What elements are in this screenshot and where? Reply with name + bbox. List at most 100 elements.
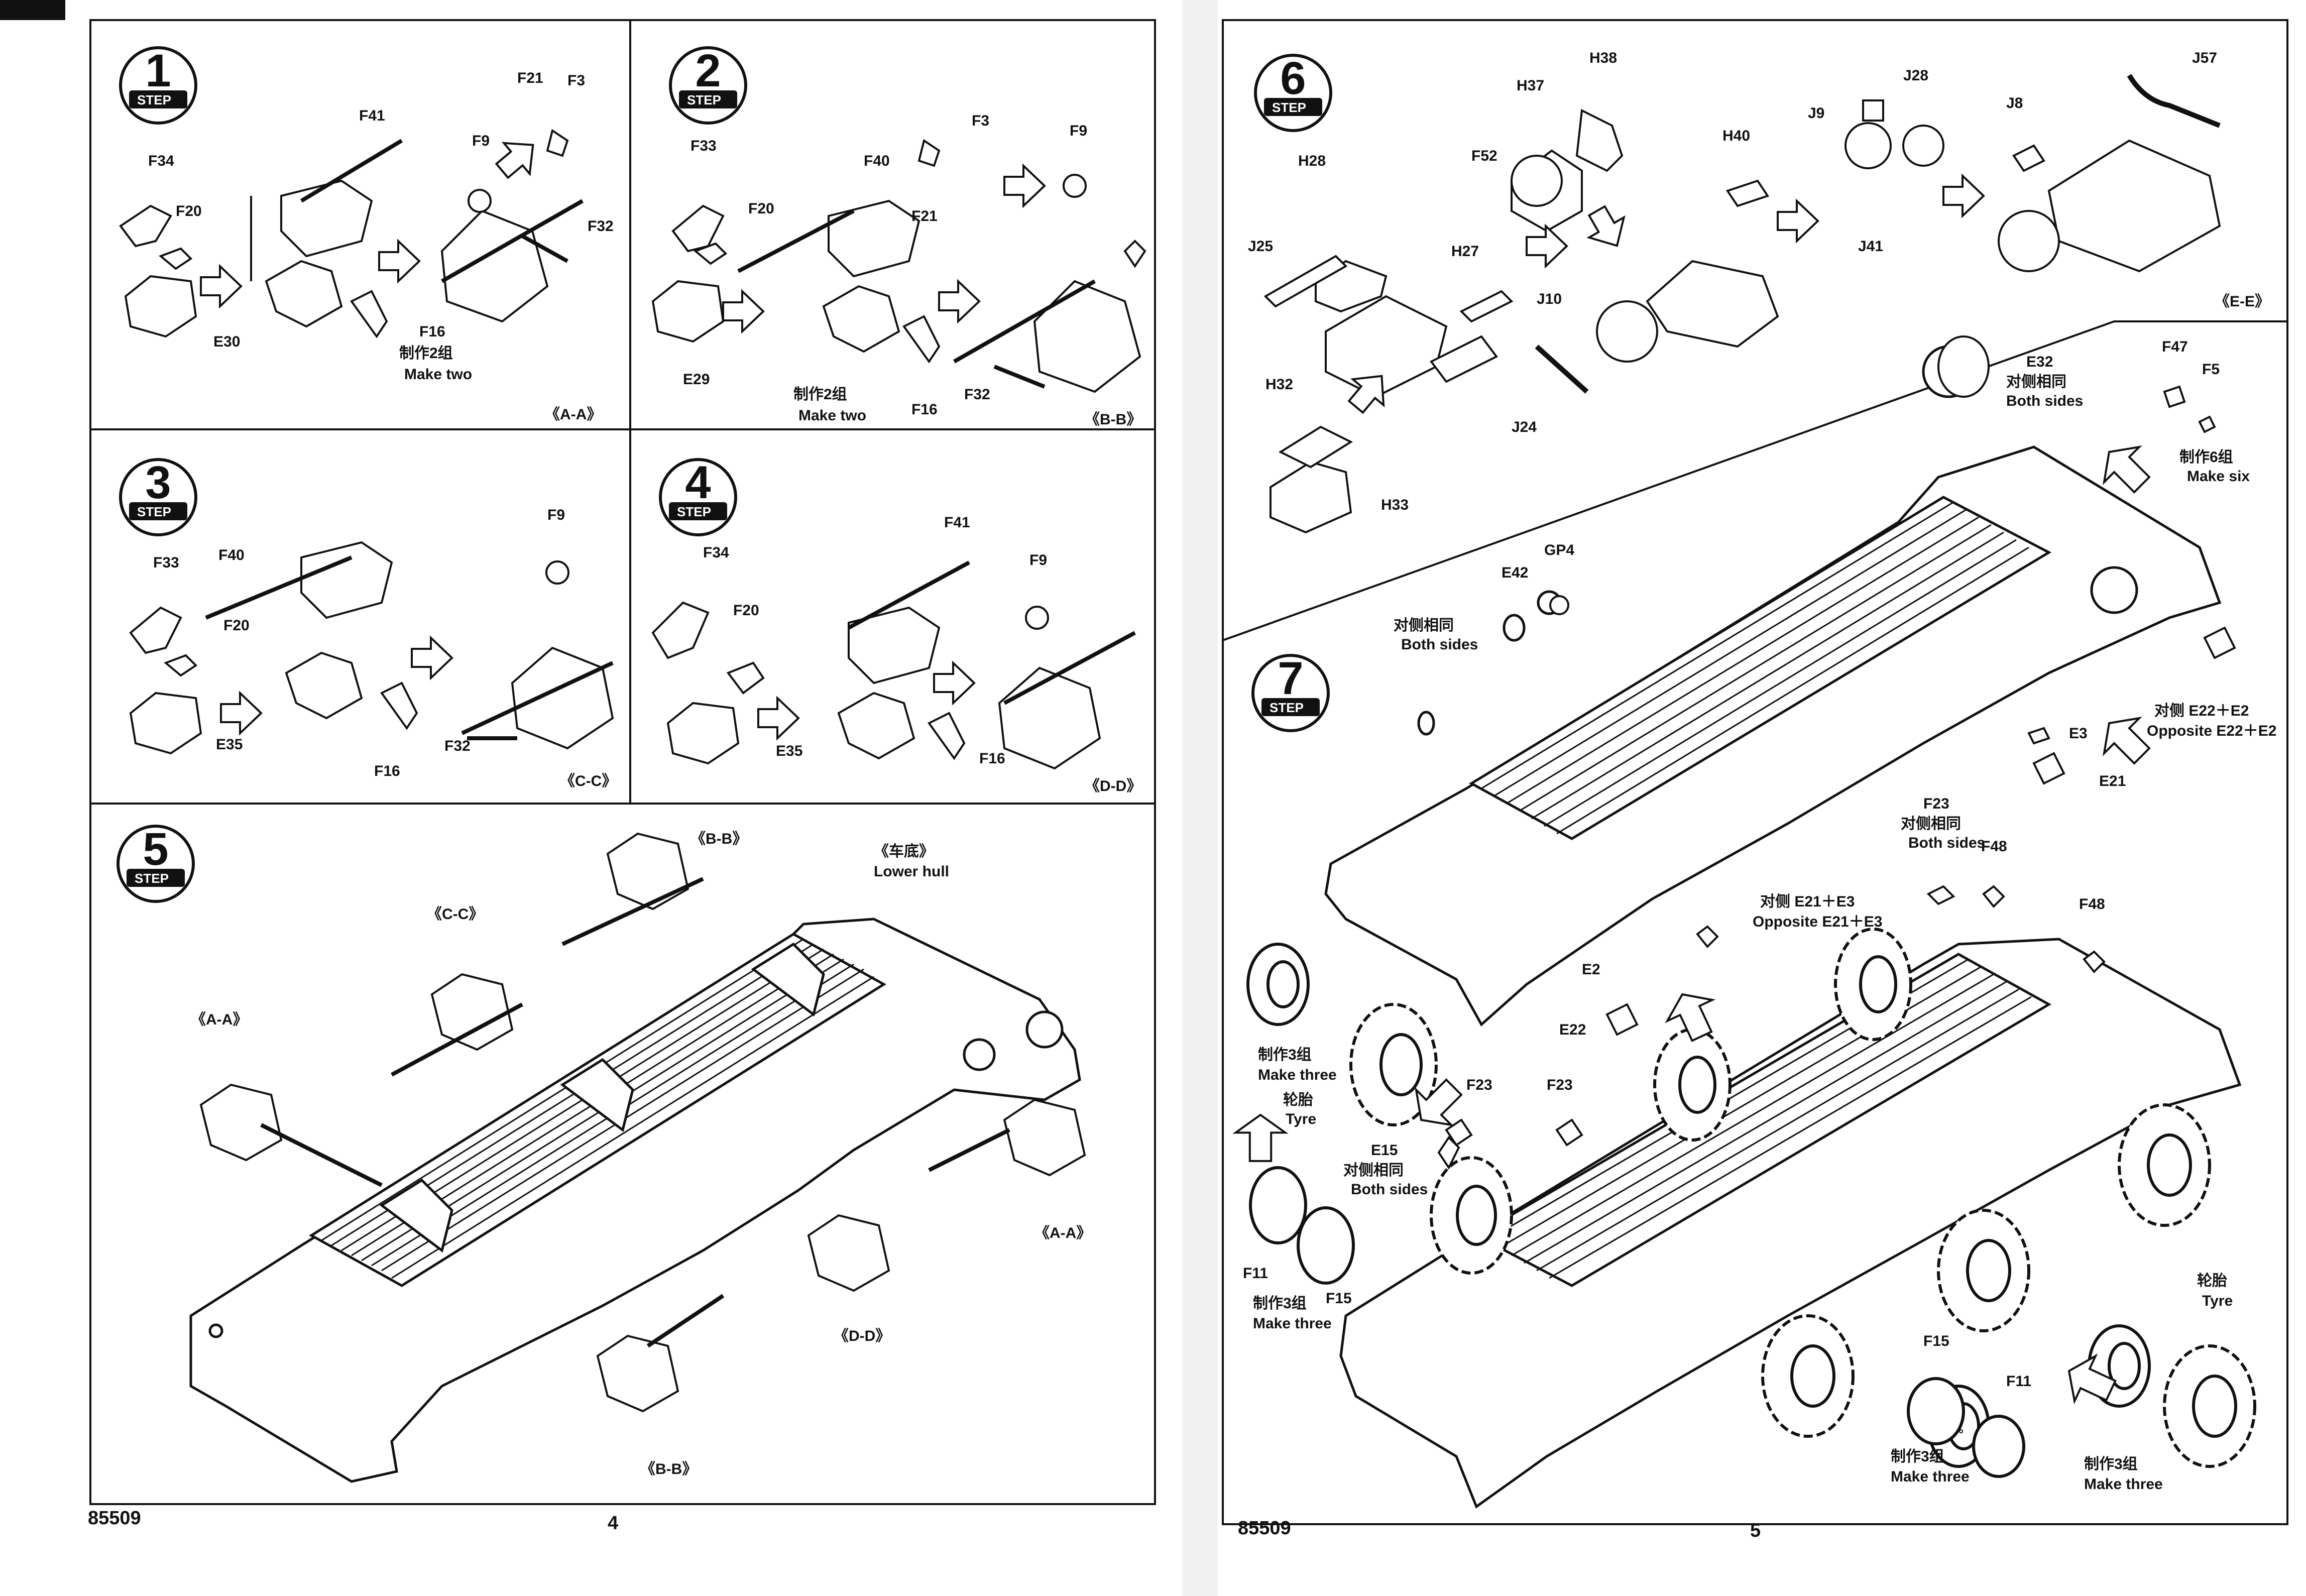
s6-h32: H32 — [1265, 376, 1293, 393]
tyre-icon — [1834, 928, 1912, 1041]
wheel-hub-icon — [1972, 1415, 2025, 1478]
step-1-drawing — [119, 129, 584, 338]
step-3-drawing — [129, 541, 614, 755]
tyre-icon — [2118, 1103, 2211, 1227]
s1-f34: F34 — [148, 153, 174, 169]
step-4-word: STEP — [677, 504, 711, 519]
step-6-badge: 6 STEP — [1255, 53, 1331, 131]
s6-f52: F52 — [1471, 148, 1497, 164]
s3-f16: F16 — [374, 763, 400, 779]
s5-view-dd: 《D-D》 — [834, 1328, 890, 1344]
s1-view: 《A-A》 — [545, 406, 602, 423]
s7-f11-a: F11 — [1243, 1265, 1268, 1282]
wheel-hub-icon — [1907, 1377, 1965, 1445]
s2-f33: F33 — [690, 138, 717, 154]
tyre-icon — [2163, 1344, 2256, 1468]
s7-f23-a: F23 — [1923, 795, 1949, 812]
s2-f9: F9 — [1070, 123, 1087, 139]
s7-make-three-cn-3: 制作3组 — [1891, 1448, 1944, 1465]
s7-f11-b: F11 — [2006, 1373, 2031, 1390]
wheel-hub-icon — [1249, 1166, 1355, 1285]
s1-f21: F21 — [517, 70, 543, 86]
s7-f15-a: F15 — [1326, 1290, 1352, 1307]
step-3-number: 3 — [145, 457, 171, 508]
s7-f5: F5 — [2202, 361, 2220, 378]
s7-both-sides-cn-3: 对侧相同 — [1901, 816, 1961, 832]
step-1-word: STEP — [137, 92, 171, 107]
s7-make-three-cn-1: 制作3组 — [1258, 1046, 1312, 1063]
s6-h37: H37 — [1517, 77, 1544, 94]
s4-f34: F34 — [703, 544, 729, 561]
s2-f32: F32 — [964, 386, 990, 403]
s2-note-cn: 制作2组 — [793, 386, 847, 403]
s7-both-sides-cn-2: 对侧相同 — [1394, 617, 1454, 634]
step-4-number: 4 — [685, 457, 711, 508]
tyre-icon — [1937, 1209, 2030, 1332]
s6-h40: H40 — [1722, 128, 1750, 144]
right-page — [1222, 19, 2288, 1525]
s6-h38: H38 — [1589, 50, 1617, 66]
s7-opp-e21-en: Opposite E21＋E3 — [1753, 914, 1882, 930]
step-7-badge: 7 STEP — [1253, 653, 1328, 731]
step-7-tyres — [1246, 928, 2256, 1478]
left-page — [89, 19, 1156, 1505]
s7-tyre-en-2: Tyre — [2202, 1293, 2233, 1309]
s7-both-sides-en-2: Both sides — [1401, 636, 1478, 653]
s7-f48-a: F48 — [1981, 838, 2007, 855]
s6-j8: J8 — [2006, 95, 2023, 111]
s2-f21: F21 — [911, 208, 938, 224]
s4-f20: F20 — [733, 602, 759, 619]
s2-note-en: Make two — [798, 407, 866, 424]
s7-opp-e22-cn: 对侧 E22＋E2 — [2154, 703, 2249, 719]
s7-f48-b: F48 — [2079, 896, 2105, 913]
s2-view: 《B-B》 — [1085, 411, 1141, 428]
s6-j24: J24 — [1512, 419, 1537, 435]
s7-both-sides-en-4: Both sides — [1351, 1181, 1428, 1198]
s7-make-three-cn-4: 制作3组 — [2084, 1455, 2138, 1472]
s7-both-sides-en-1: Both sides — [2006, 393, 2083, 409]
step-7-number: 7 — [1278, 653, 1303, 704]
s4-view: 《D-D》 — [1085, 778, 1141, 794]
s1-f9: F9 — [472, 133, 490, 149]
s5-hull-cn: 《车底》 — [874, 843, 934, 860]
step-3-word: STEP — [137, 504, 171, 519]
s7-e21: E21 — [2099, 773, 2126, 789]
s6-h27: H27 — [1451, 243, 1479, 260]
s5-view-bb-top: 《B-B》 — [690, 831, 747, 847]
step-1-number: 1 — [145, 45, 171, 96]
step-6-drawing — [1263, 74, 2221, 534]
s5-view-aa-right: 《A-A》 — [1034, 1225, 1091, 1241]
s7-make-three-en-2: Make three — [1253, 1315, 1332, 1332]
tyre-icon — [1430, 1156, 1513, 1275]
step-7-hull-upper — [1324, 345, 2222, 1027]
s1-f32: F32 — [588, 218, 614, 235]
s7-gp4: GP4 — [1544, 542, 1574, 558]
s6-j10: J10 — [1537, 291, 1562, 307]
step-7-small-parts — [1437, 335, 2236, 1170]
s7-e15: E15 — [1371, 1142, 1398, 1159]
step-6-word: STEP — [1272, 100, 1306, 115]
s1-e30: E30 — [213, 333, 240, 350]
step-5-number: 5 — [143, 824, 168, 875]
s7-make-six-cn: 制作6组 — [2179, 448, 2233, 466]
step-4-drawing — [651, 560, 1136, 770]
step-7-hull-lower — [1339, 938, 2242, 1509]
s7-e2: E2 — [1582, 961, 1600, 978]
spine-shadow — [1183, 0, 1218, 1596]
s7-tyre-cn-2: 轮胎 — [2197, 1273, 2227, 1289]
s1-f16: F16 — [419, 323, 445, 340]
s2-f40: F40 — [864, 153, 890, 169]
s7-both-sides-en-3: Both sides — [1908, 835, 1985, 851]
s2-f20: F20 — [748, 200, 774, 217]
s7-both-sides-cn-4: 对侧相同 — [1343, 1162, 1404, 1179]
step-3-badge: 3 STEP — [121, 457, 196, 535]
tyre-icon — [1653, 1028, 1732, 1142]
s7-make-six-en: Make six — [2187, 468, 2250, 485]
step-2-number: 2 — [695, 45, 721, 96]
s7-f23-b: F23 — [1466, 1077, 1492, 1093]
step-5-word: STEP — [135, 871, 169, 886]
s4-f41: F41 — [944, 514, 970, 531]
step-5-subassemblies — [199, 832, 1086, 1413]
s6-j41: J41 — [1858, 238, 1883, 255]
